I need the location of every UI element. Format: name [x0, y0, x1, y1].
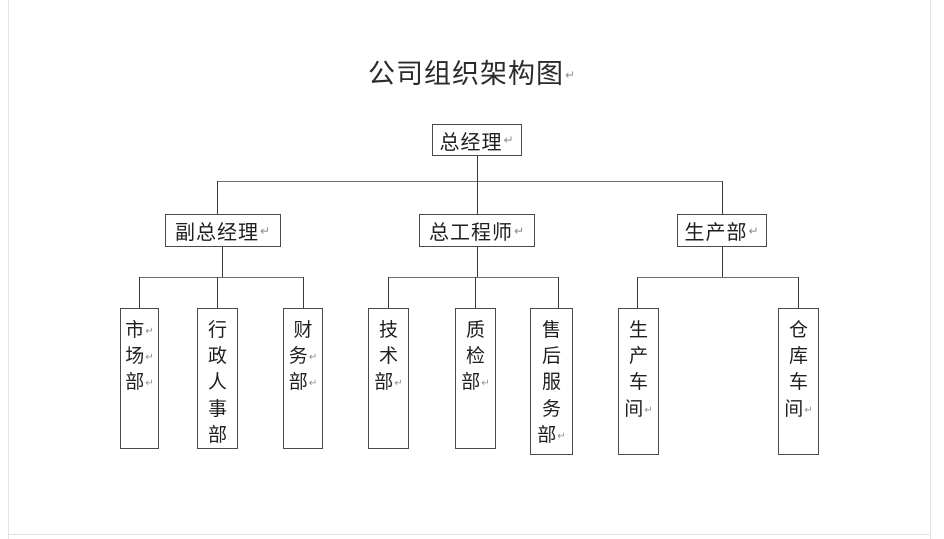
connector-deputy-gm-bus: [139, 277, 303, 278]
node-production-workshop-char-3: 车: [628, 371, 648, 394]
paragraph-mark-icon: ↵: [145, 378, 154, 390]
node-after-sales-service-department-char-2: 后: [541, 345, 561, 368]
node-finance-department[interactable]: 财 务↵ 部↵: [283, 308, 323, 449]
node-production-workshop-char-1: 生: [628, 319, 648, 341]
node-market-department-char-1: 市↵: [125, 319, 154, 341]
node-after-sales-service-department-char-5: 部↵: [537, 423, 566, 446]
page-title-text: 公司组织架构图: [367, 59, 564, 90]
node-finance-department-char-2: 务↵: [288, 345, 318, 368]
page-edge-right: [930, 0, 931, 539]
node-deputy-general-manager-label: 副总经理: [174, 220, 259, 244]
connector-gm-stem: [477, 156, 478, 181]
node-quality-inspection-department-char-1: 质: [465, 319, 485, 341]
node-deputy-general-manager[interactable]: 副总经理↵: [165, 214, 281, 247]
node-finance-department-char-1: 财: [293, 319, 313, 341]
node-after-sales-service-department-char-3: 服: [541, 371, 561, 394]
page-title: 公司组织架构图↵: [0, 52, 944, 91]
connector-production-stem: [722, 247, 723, 277]
node-after-sales-service-department-char-4: 务: [541, 397, 561, 420]
paragraph-mark-icon: ↵: [308, 378, 318, 390]
connector-drop-deputy-gm: [217, 181, 218, 214]
connector-drop-finance-dept: [303, 277, 304, 308]
paragraph-mark-icon: ↵: [513, 223, 526, 238]
connector-chief-engineer-bus: [388, 277, 558, 278]
node-technical-department-char-1: 技: [378, 319, 398, 341]
node-general-manager-label: 总经理: [439, 129, 503, 154]
connector-drop-quality-dept: [475, 277, 476, 308]
node-finance-department-char-3: 部↵: [288, 371, 318, 394]
paragraph-mark-icon: ↵: [308, 352, 318, 364]
node-production-workshop-char-4: 间↵: [624, 397, 653, 420]
node-quality-inspection-department[interactable]: 质 检 部↵: [455, 308, 496, 449]
node-warehouse-workshop-char-3: 车: [788, 371, 808, 394]
node-technical-department-char-2: 术: [378, 345, 398, 368]
paragraph-mark-icon: ↵: [481, 378, 490, 390]
node-general-manager[interactable]: 总经理↵: [432, 124, 522, 156]
node-production-department[interactable]: 生产部↵: [677, 214, 767, 247]
node-administration-hr-department-char-3: 人: [207, 371, 227, 394]
node-warehouse-workshop-char-4: 间↵: [784, 397, 813, 420]
node-chief-engineer[interactable]: 总工程师↵: [419, 214, 535, 247]
node-technical-department[interactable]: 技 术 部↵: [368, 308, 409, 449]
page-edge-left: [8, 0, 9, 539]
paragraph-mark-icon: ↵: [145, 352, 154, 364]
paragraph-mark-icon: ↵: [259, 223, 272, 238]
paragraph-mark-icon: ↵: [557, 430, 566, 442]
connector-drop-technical-dept: [388, 277, 389, 308]
page-edge-bottom: [8, 534, 931, 535]
node-technical-department-char-3: 部↵: [374, 371, 403, 394]
connector-drop-market-dept: [139, 277, 140, 308]
node-quality-inspection-department-char-3: 部↵: [461, 371, 490, 394]
node-production-workshop[interactable]: 生 产 车 间↵: [618, 308, 659, 455]
node-warehouse-workshop-char-2: 库: [788, 345, 808, 368]
node-after-sales-service-department[interactable]: 售 后 服 务 部↵: [530, 308, 573, 455]
node-warehouse-workshop[interactable]: 仓 库 车 间↵: [778, 308, 819, 455]
node-market-department-char-3: 部↵: [125, 371, 154, 394]
node-production-workshop-char-2: 产: [628, 345, 648, 368]
node-warehouse-workshop-char-1: 仓: [788, 319, 808, 341]
connector-chief-engineer-stem: [477, 247, 478, 277]
connector-drop-hr-dept: [217, 277, 218, 308]
node-administration-hr-department-char-1: 行: [207, 319, 227, 341]
connector-level2-bus: [217, 181, 723, 182]
node-administration-hr-department-char-4: 事: [207, 397, 227, 420]
node-administration-hr-department-char-5: 部: [207, 423, 227, 446]
connector-drop-aftersales-dept: [558, 277, 559, 308]
connector-production-bus: [637, 277, 798, 278]
node-chief-engineer-label: 总工程师: [428, 220, 513, 244]
paragraph-mark-icon: ↵: [748, 223, 760, 238]
node-quality-inspection-department-char-2: 检: [465, 345, 485, 368]
paragraph-mark-icon: ↵: [503, 133, 515, 147]
node-market-department-char-2: 场↵: [125, 345, 154, 368]
connector-drop-production-dept: [722, 181, 723, 214]
node-administration-hr-department[interactable]: 行 政 人 事 部: [197, 308, 238, 449]
node-administration-hr-department-char-2: 政: [207, 345, 227, 368]
connector-drop-warehouse-workshop: [798, 277, 799, 308]
node-after-sales-service-department-char-1: 售: [541, 319, 561, 341]
paragraph-mark-icon: ↵: [394, 378, 403, 390]
paragraph-mark-icon: ↵: [564, 68, 577, 82]
node-production-department-label: 生产部: [684, 220, 748, 244]
connector-drop-production-workshop: [637, 277, 638, 308]
node-market-department[interactable]: 市↵ 场↵ 部↵: [120, 308, 159, 449]
paragraph-mark-icon: ↵: [644, 404, 653, 416]
paragraph-mark-icon: ↵: [145, 326, 154, 337]
paragraph-mark-icon: ↵: [804, 404, 813, 416]
connector-deputy-gm-stem: [222, 247, 223, 277]
connector-drop-chief-engineer: [477, 181, 478, 214]
